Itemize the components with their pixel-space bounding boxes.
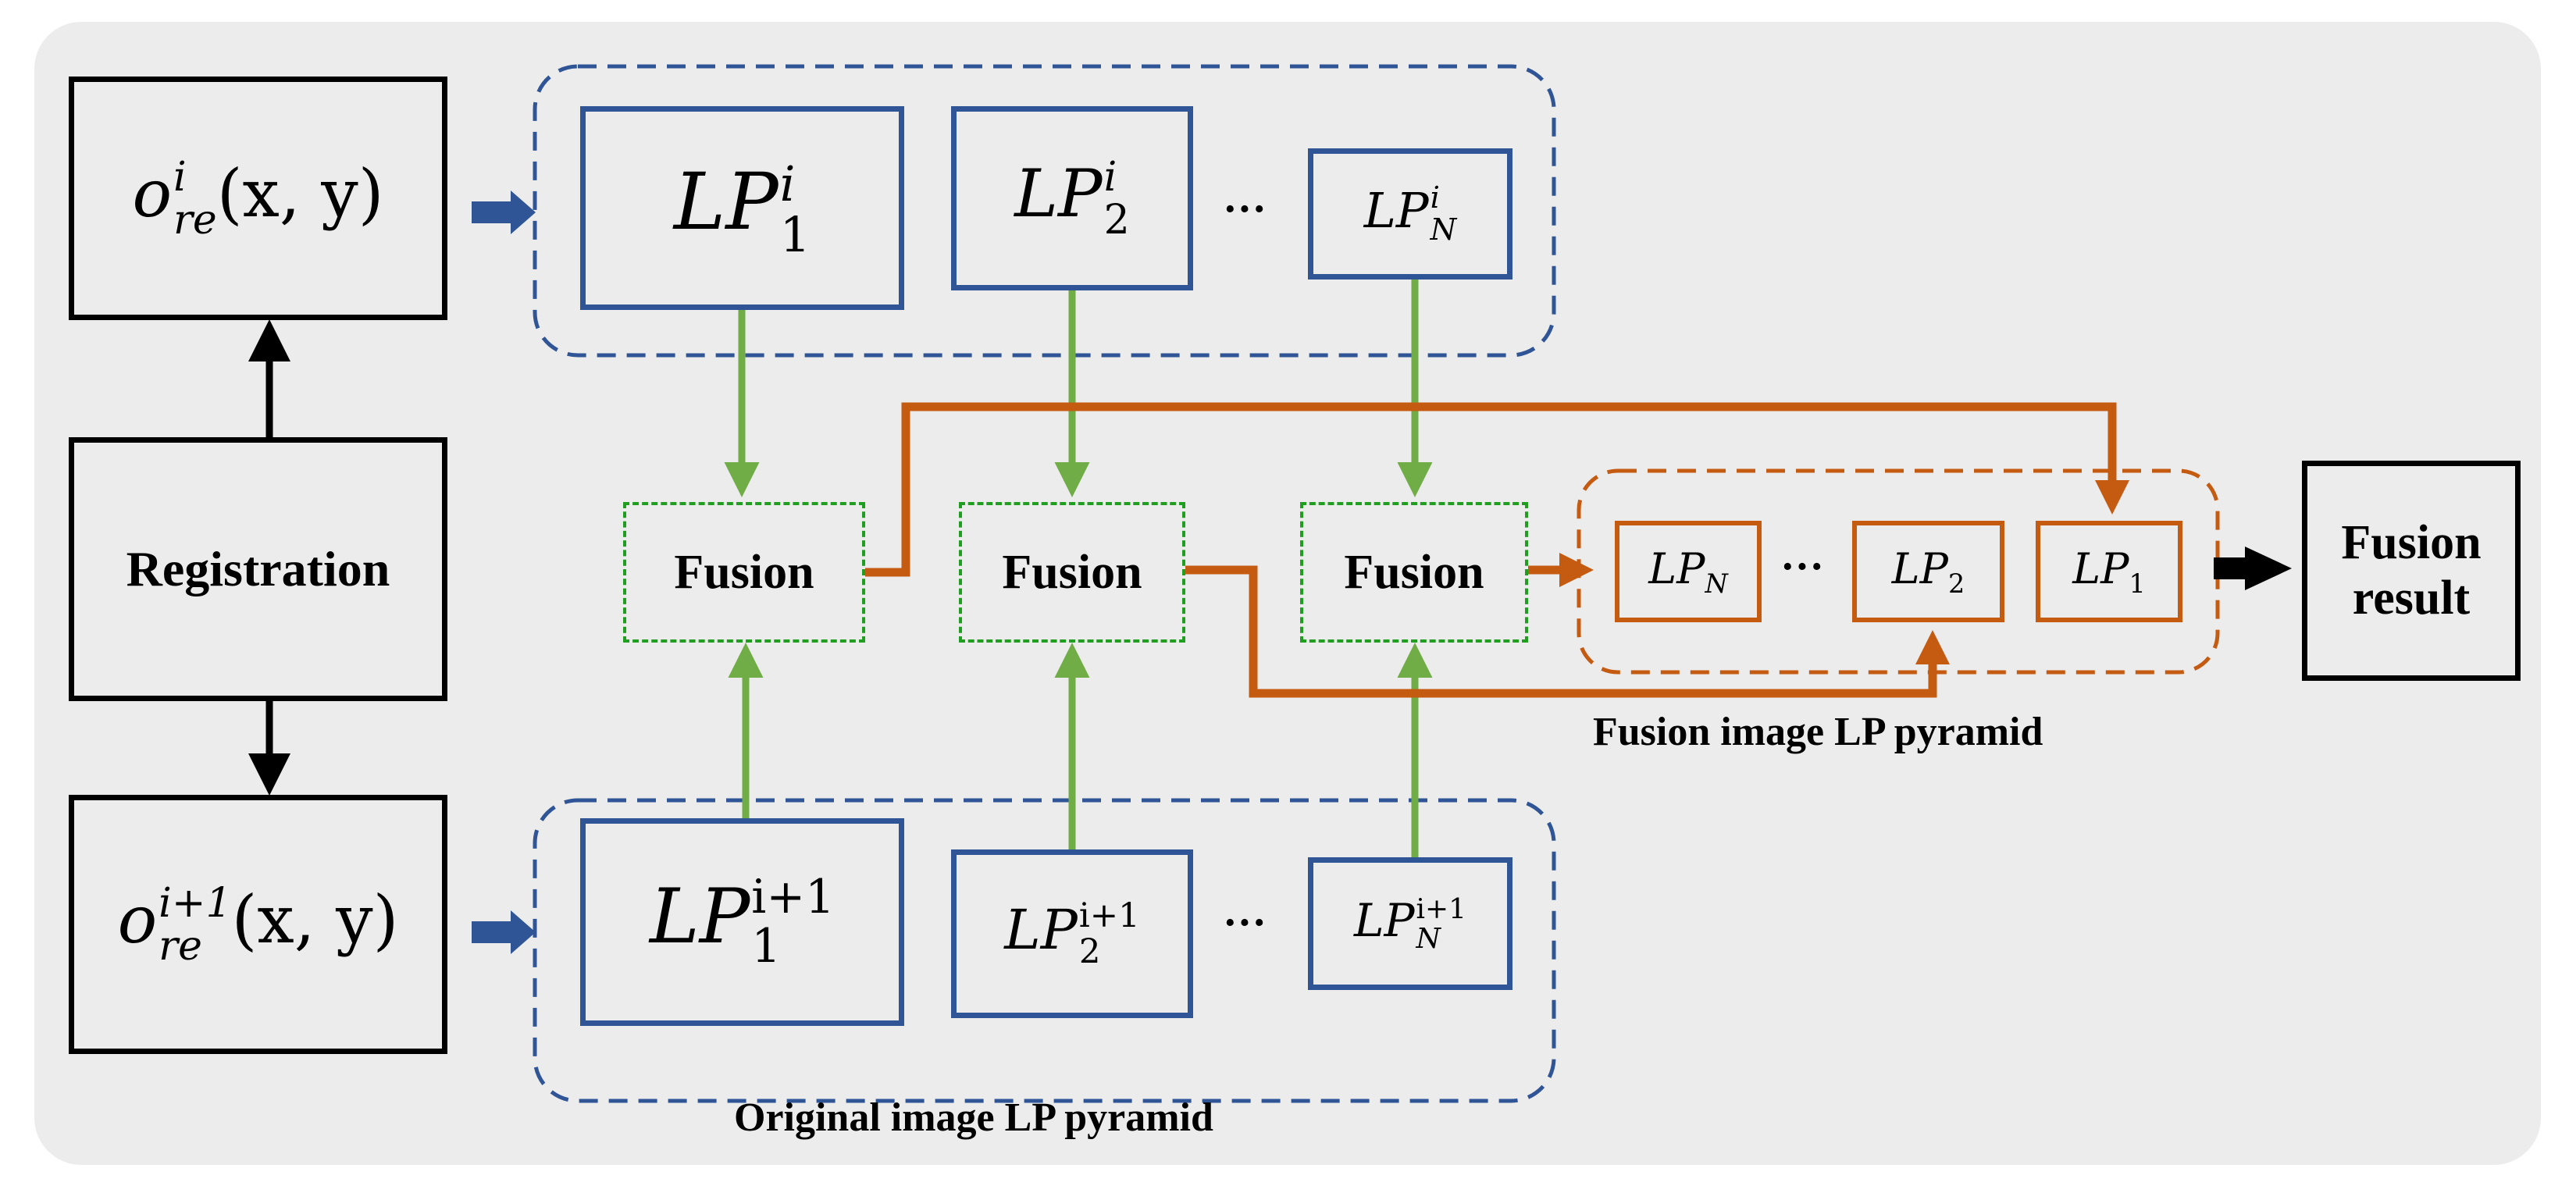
bottom-ellipsis: ··· — [1223, 899, 1267, 947]
fused-level-n-box: LPN — [1615, 521, 1762, 622]
input-arrow-top — [472, 191, 536, 234]
fusion-result-line-1: Fusion — [2341, 515, 2482, 569]
fusion-node-3-label: Fusion — [1344, 545, 1484, 599]
result-arrow — [2214, 547, 2292, 590]
fusion-node-3: Fusion — [1300, 502, 1528, 643]
fusion-node-1-label: Fusion — [674, 545, 814, 599]
fusion-result-line-2: result — [2352, 572, 2471, 625]
fused-level-1-label: LP1 — [2072, 544, 2146, 599]
registration-label: Registration — [126, 541, 390, 596]
caption-fusion-pyramid: Fusion image LP pyramid — [1593, 710, 2043, 754]
caption-original-pyramid: Original image LP pyramid — [734, 1095, 1213, 1140]
registration-box: Registration — [69, 437, 447, 701]
original-pyramid-bottom-group — [533, 798, 1556, 1103]
fused-level-n-label: LPN — [1648, 544, 1728, 599]
fusion-node-2-label: Fusion — [1002, 545, 1142, 599]
orange-path-fusion2-to-lp2 — [1185, 565, 1950, 698]
fusion-result-box: Fusion result — [2302, 461, 2521, 681]
original-pyramid-top-group — [533, 64, 1556, 358]
fused-ellipsis: ··· — [1780, 543, 1825, 591]
fused-level-1-box: LP1 — [2036, 521, 2182, 622]
fused-level-2-box: LP2 — [1852, 521, 2004, 622]
fusion-node-2: Fusion — [959, 502, 1185, 643]
fusion-node-1: Fusion — [623, 502, 865, 643]
orange-path-fusion1-to-lp1 — [865, 402, 2129, 577]
input-arrow-bottom — [472, 910, 536, 954]
top-ellipsis: ··· — [1223, 185, 1267, 233]
fused-level-2-label: LP2 — [1891, 544, 1965, 599]
